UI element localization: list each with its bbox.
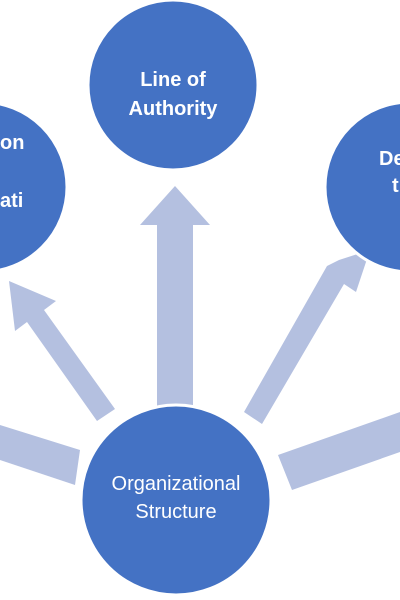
node-upper-right-label-1: De (379, 148, 400, 170)
arrow-to-upper-left (9, 281, 115, 421)
arrow-to-far-right (278, 412, 400, 490)
node-upper-right-circle (323, 101, 400, 273)
node-center-circle (79, 403, 273, 597)
node-upper-left-label-1: on (0, 132, 24, 154)
node-center-label-2: Structure (135, 501, 216, 523)
arrow-to-upper-right (244, 250, 370, 424)
node-line-of-authority-label-2: Authority (129, 98, 219, 120)
node-upper-right-label-2: t (392, 175, 399, 197)
node-line-of-authority-circle (86, 0, 260, 172)
arrow-to-line-of-authority (140, 186, 210, 418)
arrows (0, 186, 400, 490)
node-center-label-1: Organizational (112, 473, 241, 495)
node-upper-left-circle (0, 102, 69, 272)
arrow-to-far-left (0, 425, 80, 485)
labels: Line of Authority on ati De t Organizati… (0, 69, 400, 523)
node-line-of-authority-label-1: Line of (140, 69, 206, 91)
node-upper-left-label-3: ati (0, 190, 23, 212)
